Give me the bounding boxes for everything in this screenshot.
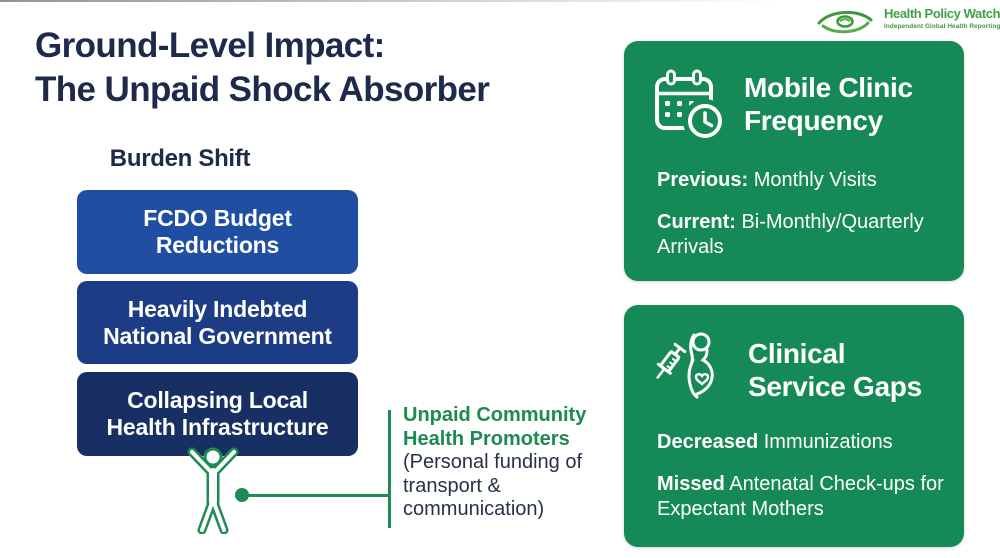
calendar-clock-icon: [655, 69, 726, 143]
logo-title: Health Policy Watch: [884, 6, 1000, 21]
card-title: Mobile Clinic Frequency: [744, 71, 913, 137]
card-row-current: Current: Bi-Monthly/Quarterly Arrivals: [657, 210, 953, 260]
page-title-line2: The Unpaid Shock Absorber: [35, 70, 490, 109]
row-text: Immunizations: [763, 431, 893, 453]
syringe-pregnant-woman-icon: [656, 332, 714, 399]
annotation-body-line: (Personal funding of: [403, 451, 583, 473]
row-text: Bi-Monthly/Quarterly Arrivals: [657, 211, 924, 258]
burden-box-line: Reductions: [155, 232, 280, 258]
health-policy-watch-logo: Health Policy Watch Independent Global H…: [814, 4, 1000, 40]
card-row-previous: Previous: Monthly Visits: [657, 168, 953, 193]
card-title-line: Mobile Clinic: [744, 72, 913, 103]
burden-box-line: National Government: [103, 322, 332, 349]
card-row-missed: Missed Antenatal Check-ups for Expectant…: [657, 472, 953, 522]
row-label: Previous:: [657, 169, 749, 191]
burden-box-line: Health Infrastructure: [106, 414, 329, 440]
connector-horizontal-line: [242, 494, 390, 497]
burden-box-line: Collapsing Local: [127, 387, 308, 413]
row-label: Missed: [657, 473, 725, 495]
annotation-body-line: transport &: [403, 474, 501, 497]
annotation-title-line: Health Promoters: [403, 427, 570, 450]
card-title-line: Clinical: [748, 338, 846, 369]
row-text: Monthly Visits: [753, 169, 877, 191]
annotation-title-line: Unpaid Community: [403, 404, 587, 426]
connector-vertical-line: [388, 410, 391, 528]
mobile-clinic-frequency-card: Mobile Clinic Frequency Previous: Monthl…: [624, 41, 964, 281]
burden-box-fcdo-budget-reductions: FCDO Budget Reductions: [77, 190, 358, 274]
burden-box-indebted-government: Heavily Indebted National Government: [77, 281, 358, 364]
card-title-line: Service Gaps: [748, 371, 922, 402]
unpaid-promoters-annotation: Unpaid Community Health Promoters (Perso…: [403, 404, 613, 522]
row-label: Current:: [657, 211, 736, 233]
annotation-body-line: communication): [403, 498, 545, 520]
clinical-service-gaps-card: Clinical Service Gaps Decreased Immuniza…: [624, 305, 964, 547]
burden-shift-heading: Burden Shift: [109, 145, 251, 172]
card-title-line: Frequency: [744, 105, 883, 136]
logo-tagline: Independent Global Health Reporting: [884, 23, 1000, 30]
eye-logo-icon: [817, 11, 873, 34]
top-edge-artifact: [0, 0, 1000, 2]
row-label: Decreased: [657, 431, 759, 453]
card-row-decreased: Decreased Immunizations: [657, 430, 953, 455]
burden-box-collapsing-infrastructure: Collapsing Local Health Infrastructure: [77, 372, 358, 456]
burden-box-line: FCDO Budget: [143, 205, 292, 231]
page-title: Ground-Level Impact: The Unpaid Shock Ab…: [35, 24, 595, 112]
row-text: Antenatal Check-ups for Expectant Mother…: [657, 473, 944, 520]
person-arms-raised-icon: [187, 447, 239, 534]
page-title-line1: Ground-Level Impact:: [35, 26, 385, 65]
card-title: Clinical Service Gaps: [748, 337, 922, 403]
burden-box-line: Heavily Indebted: [127, 295, 308, 322]
